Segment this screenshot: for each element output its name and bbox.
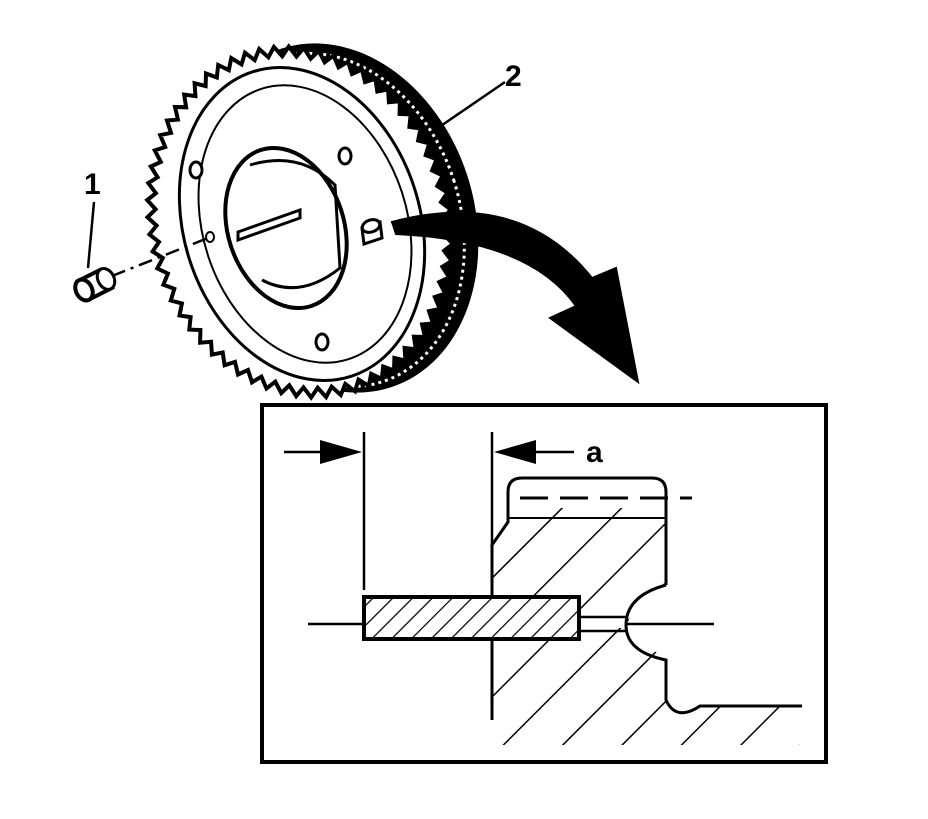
sprocket-hole xyxy=(188,160,204,180)
detail-view: a xyxy=(260,403,828,764)
section-outline-bore xyxy=(624,583,802,715)
callout-2: 2 xyxy=(431,60,522,134)
dimension-arrowhead-right xyxy=(494,440,536,464)
section-hatch-upper xyxy=(492,508,667,622)
sprocket-bore-inner-edge xyxy=(249,159,342,290)
pin-hole xyxy=(205,231,215,243)
callout-2-label: 2 xyxy=(505,60,522,93)
section-outline-top xyxy=(490,476,668,720)
leader-line-1 xyxy=(86,201,96,269)
dimension-label: a xyxy=(586,436,603,469)
sprocket-hole xyxy=(314,332,330,352)
dimension-arrowhead-left xyxy=(320,440,362,464)
camshaft-sprocket xyxy=(144,43,479,401)
dowel-pin xyxy=(73,267,117,303)
sprocket-center-bore xyxy=(223,145,349,311)
leader-line-2 xyxy=(431,80,506,134)
sprocket-face-ring xyxy=(177,66,427,382)
sprocket-hole xyxy=(337,146,353,166)
sprocket-keyway xyxy=(236,207,302,243)
callout-1-label: 1 xyxy=(84,168,101,201)
section-hatch-lower xyxy=(492,628,800,745)
callout-1: 1 xyxy=(84,168,101,269)
pin-section-hatch xyxy=(366,599,577,637)
sprocket-pin-in-place xyxy=(360,218,384,247)
installation-centerline xyxy=(111,236,209,278)
detail-view-arrow xyxy=(390,211,640,385)
sprocket-inner-ring xyxy=(197,84,413,364)
